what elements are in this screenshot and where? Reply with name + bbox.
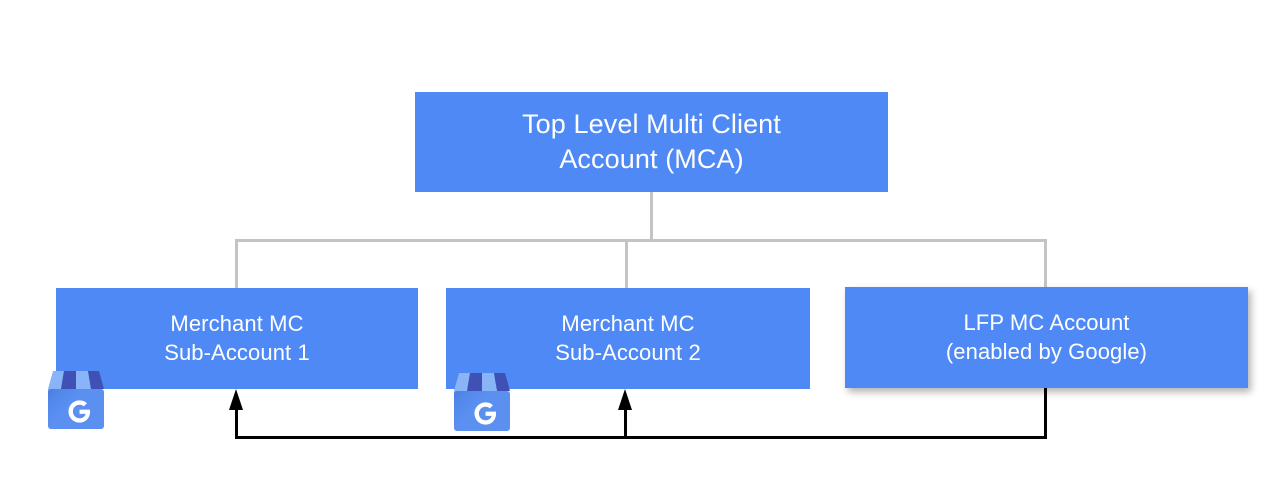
connector-drop-sub1 bbox=[235, 239, 238, 289]
node-top-level-mca[interactable]: Top Level Multi Client Account (MCA) bbox=[415, 92, 888, 192]
connector-drop-lfp bbox=[1044, 239, 1047, 289]
node-merchant-mc-sub-account-2-line2: Sub-Account 2 bbox=[555, 339, 701, 365]
node-merchant-mc-sub-account-2-line1: Merchant MC bbox=[561, 311, 695, 337]
connector-drop-sub2 bbox=[625, 239, 628, 289]
node-lfp-mc-account[interactable]: LFP MC Account (enabled by Google) bbox=[845, 287, 1248, 388]
google-business-profile-icon bbox=[454, 373, 510, 431]
connector-horizontal-bus bbox=[235, 239, 1047, 242]
node-lfp-mc-account-line1: LFP MC Account bbox=[963, 310, 1130, 336]
node-top-level-mca-line1: Top Level Multi Client bbox=[522, 109, 781, 140]
feedback-horizontal-bus bbox=[235, 436, 1047, 439]
arrowhead-to-sub1-icon bbox=[229, 389, 243, 410]
node-lfp-mc-account-line2: (enabled by Google) bbox=[945, 338, 1148, 364]
feedback-stem-sub2 bbox=[624, 408, 627, 438]
google-business-profile-icon bbox=[48, 371, 104, 429]
node-top-level-mca-line2: Account (MCA) bbox=[559, 144, 744, 174]
node-merchant-mc-sub-account-1-line2: Sub-Account 1 bbox=[164, 339, 310, 365]
feedback-stem-lfp bbox=[1044, 388, 1047, 439]
node-merchant-mc-sub-account-1[interactable]: Merchant MC Sub-Account 1 bbox=[56, 288, 418, 389]
arrowhead-to-sub2-icon bbox=[618, 389, 632, 410]
node-merchant-mc-sub-account-2[interactable]: Merchant MC Sub-Account 2 bbox=[446, 288, 810, 389]
node-merchant-mc-sub-account-1-line1: Merchant MC bbox=[170, 311, 304, 337]
feedback-stem-sub1 bbox=[235, 408, 238, 438]
connector-mca-stem bbox=[650, 192, 653, 241]
